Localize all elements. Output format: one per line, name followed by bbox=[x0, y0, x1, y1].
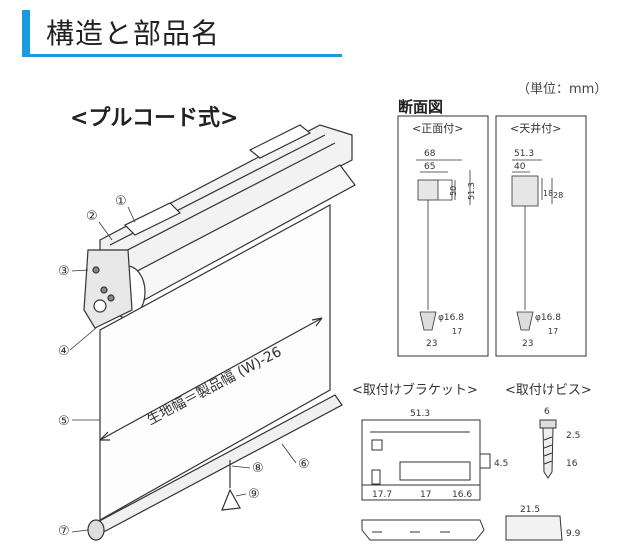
bracket-width: 51.3 bbox=[410, 409, 430, 419]
bracket-dim-1: 17.7 bbox=[372, 490, 392, 500]
screw-length: 16 bbox=[566, 459, 578, 469]
bracket-dim-3: 16.6 bbox=[452, 490, 472, 500]
title-accent-bar bbox=[22, 10, 30, 56]
ceiling-h-inner: 18 bbox=[543, 189, 553, 198]
title-underline bbox=[22, 54, 342, 57]
bracket-bottom-height: 9.9 bbox=[566, 529, 581, 539]
ceiling-small: 17 bbox=[548, 327, 558, 336]
front-w-outer: 68 bbox=[424, 149, 436, 159]
front-mount-label: <正面付> bbox=[412, 122, 463, 135]
bracket-side: 4.5 bbox=[494, 459, 508, 469]
ceiling-w-outer: 51.3 bbox=[514, 149, 534, 159]
pullcord-title: <プルコード式> bbox=[70, 106, 239, 131]
part-5-label: ⑤ bbox=[58, 414, 70, 429]
ceiling-h-outer: 28 bbox=[553, 191, 563, 200]
screw-head: 6 bbox=[544, 407, 550, 417]
page-header: 構造と部品名 bbox=[22, 8, 342, 58]
bracket-dimensions: 51.3 4.5 17.7 17 16.6 bbox=[372, 409, 508, 500]
part-8-label: ⑧ bbox=[252, 461, 264, 476]
part-4-label: ④ bbox=[58, 344, 70, 359]
screw-h1: 2.5 bbox=[566, 431, 580, 441]
roller-blind-illustration bbox=[83, 124, 356, 541]
mounting-bracket-drawing bbox=[361, 419, 491, 541]
front-bottom: 23 bbox=[426, 339, 437, 349]
part-callouts: ① ② ③ ④ ⑤ ⑥ ⑦ ⑧ ⑨ bbox=[58, 194, 310, 539]
part-9-label: ⑨ bbox=[248, 487, 260, 502]
front-small: 17 bbox=[452, 327, 462, 336]
page-title: 構造と部品名 bbox=[46, 17, 221, 50]
ceiling-bottom: 23 bbox=[522, 339, 533, 349]
part-3-label: ③ bbox=[58, 264, 70, 279]
front-w-inner: 65 bbox=[424, 162, 435, 172]
screw-title: <取付けビス> bbox=[505, 383, 592, 398]
front-diameter: φ16.8 bbox=[438, 313, 464, 323]
front-h-inner: 50 bbox=[449, 186, 458, 196]
cross-section-ceiling: <天井付> 51.3 40 18 28 φ16.8 17 23 bbox=[495, 115, 587, 357]
part-6-label: ⑥ bbox=[298, 457, 310, 472]
cross-section-front: <正面付> 68 65 50 51.3 φ16.8 17 23 bbox=[397, 115, 489, 357]
screw-dimensions: 6 2.5 16 21.5 9.9 bbox=[520, 407, 581, 539]
ceiling-w-inner: 40 bbox=[514, 162, 526, 172]
part-7-label: ⑦ bbox=[58, 524, 70, 539]
mounting-screw-drawing bbox=[505, 419, 563, 541]
front-h-outer: 51.3 bbox=[467, 182, 476, 200]
part-1-label: ① bbox=[115, 194, 127, 209]
cross-section-title: 断面図 bbox=[398, 98, 444, 116]
bracket-title: <取付けブラケット> bbox=[352, 382, 478, 398]
callout-leaders bbox=[69, 206, 297, 533]
bracket-bottom-width: 21.5 bbox=[520, 505, 540, 515]
ceiling-diameter: φ16.8 bbox=[535, 313, 561, 323]
part-2-label: ② bbox=[86, 209, 98, 224]
bracket-dim-2: 17 bbox=[420, 490, 431, 500]
ceiling-mount-label: <天井付> bbox=[510, 121, 561, 135]
unit-note: （単位：mm） bbox=[517, 82, 608, 97]
